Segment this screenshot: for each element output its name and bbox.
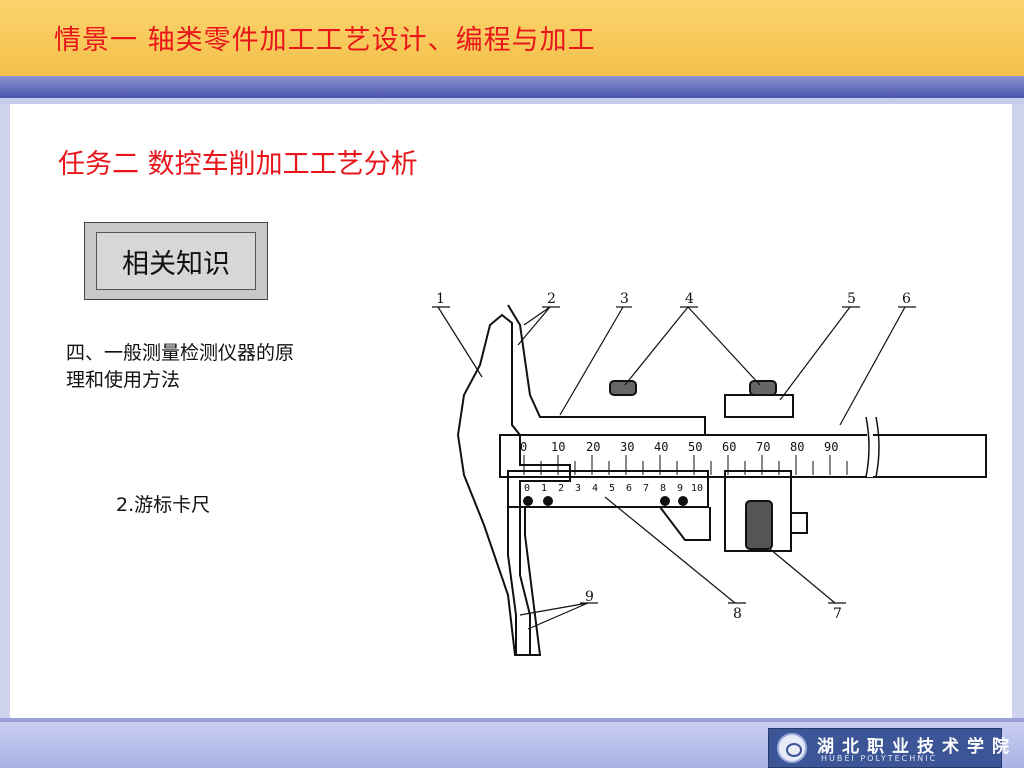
main-scale-ticks [523, 455, 848, 475]
knowledge-box-label: 相关知识 [96, 232, 256, 290]
right-border [1012, 104, 1024, 718]
header-blue-band [0, 76, 1024, 98]
vernier-scale-label: 1 [541, 483, 547, 494]
main-scale-label: 40 [654, 440, 668, 454]
callout-number: 1 [436, 291, 445, 307]
main-scale-label: 10 [551, 440, 565, 454]
footer-line [0, 718, 1024, 722]
vernier-scale-label: 0 [524, 483, 530, 494]
vernier-scale-label: 9 [677, 483, 683, 494]
caliper-clamp-block [724, 470, 792, 552]
callout-number: 6 [902, 291, 911, 307]
caliper-upper-jaw [507, 304, 706, 436]
main-scale-label: 50 [688, 440, 702, 454]
caliper-lock-screw-left [609, 380, 637, 396]
vernier-scale-label: 6 [626, 483, 632, 494]
school-name-en: HUBEI POLYTECHNIC [821, 754, 938, 763]
vernier-scale-label: 5 [609, 483, 615, 494]
callout-number: 4 [685, 291, 694, 307]
vernier-scale-label: 10 [691, 483, 703, 494]
main-scale-label: 20 [586, 440, 600, 454]
callout-number: 5 [847, 291, 856, 307]
vernier-scale-label: 2 [558, 483, 564, 494]
caliper-fine-adjust-wheel [745, 500, 773, 550]
caliper-outer-jaw [456, 313, 571, 656]
caliper-lock-screw-right [749, 380, 777, 396]
callout-number: 7 [833, 606, 842, 622]
school-name-cn: 湖北职业技术学院 [817, 737, 1017, 757]
main-scale-label: 30 [620, 440, 634, 454]
task-title: 任务二 数控车削加工工艺分析 [58, 149, 418, 180]
vernier-scale-label: 8 [660, 483, 666, 494]
callout-number: 2 [547, 291, 556, 307]
related-knowledge-box: 相关知识 [84, 222, 268, 300]
vernier-scale-label: 3 [575, 483, 581, 494]
school-emblem-icon [777, 733, 807, 763]
header-title: 情景一 轴类零件加工工艺设计、编程与加工 [54, 25, 596, 56]
caliper-lower-jaw [507, 481, 542, 656]
vernier-caliper-diagram: 0 10 20 30 40 50 60 70 80 90 0 1 2 3 4 5… [432, 291, 987, 656]
callout-number: 8 [733, 606, 742, 622]
vernier-scale-label: 4 [592, 483, 598, 494]
caliper-label: 2.游标卡尺 [116, 494, 211, 516]
school-logo: 湖北职业技术学院 HUBEI POLYTECHNIC [768, 728, 1009, 768]
left-border [0, 104, 10, 718]
header-blue-line [0, 98, 1024, 104]
main-scale-label: 60 [722, 440, 736, 454]
callout-number: 9 [585, 589, 594, 605]
main-scale-label: 90 [824, 440, 838, 454]
section-heading: 四、一般测量检测仪器的原理和使用方法 [66, 342, 295, 391]
callout-number: 3 [620, 291, 629, 307]
header-bar: 情景一 轴类零件加工工艺设计、编程与加工 [0, 0, 1024, 76]
main-scale-label: 70 [756, 440, 770, 454]
main-scale-label: 80 [790, 440, 804, 454]
caliper-main-beam [499, 434, 987, 478]
main-scale-label: 0 [520, 440, 527, 454]
vernier-scale-label: 7 [643, 483, 649, 494]
